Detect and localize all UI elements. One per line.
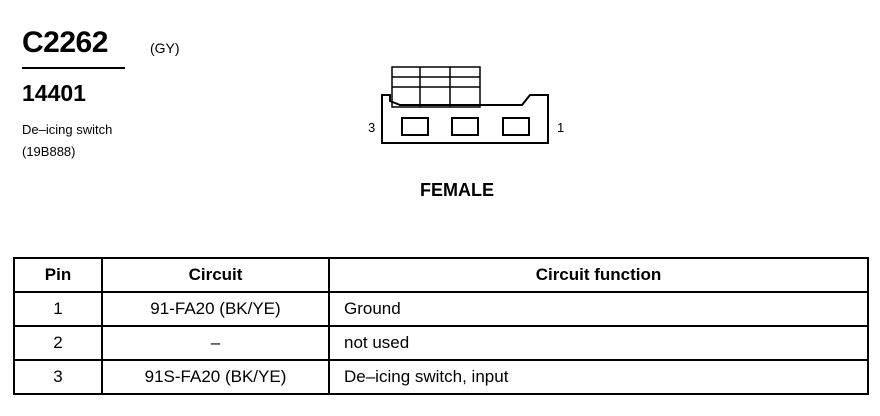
circuit-cell: 91-FA20 (BK/YE) [101,291,330,327]
pin-cell: 1 [13,291,103,327]
connector-id-underline [22,67,125,69]
pin-label-right: 1 [557,120,565,135]
pin-cavity-1 [502,117,530,136]
function-cell: De–icing switch, input [328,359,869,395]
component-name: De–icing switch [22,122,113,137]
pin-table: Pin Circuit Circuit function 1 91-FA20 (… [13,257,869,395]
pin-label-left: 3 [368,120,376,135]
connector-latch [391,66,481,108]
component-code: (19B888) [22,144,76,159]
pin-cell: 2 [13,325,103,361]
connector-id: C2262 [22,26,108,59]
header-pin: Pin [13,257,103,293]
table-row: 1 91-FA20 (BK/YE) Ground [13,291,869,327]
circuit-cell: – [101,325,330,361]
circuit-cell: 91S-FA20 (BK/YE) [101,359,330,395]
gender-label: FEMALE [420,180,494,200]
pin-cavity-2 [451,117,479,136]
table-header-row: Pin Circuit Circuit function [13,257,869,293]
connector-face-diagram [381,66,549,144]
function-cell: Ground [328,291,869,327]
header-circuit: Circuit [101,257,330,293]
pin-cell: 3 [13,359,103,395]
part-number: 14401 [22,80,86,106]
table-row: 3 91S-FA20 (BK/YE) De–icing switch, inpu… [13,359,869,395]
pin-cavity-3 [401,117,429,136]
connector-color: (GY) [150,40,180,56]
header-circuit-function: Circuit function [328,257,869,293]
connector-housing [381,94,549,144]
table-row: 2 – not used [13,325,869,361]
function-cell: not used [328,325,869,361]
